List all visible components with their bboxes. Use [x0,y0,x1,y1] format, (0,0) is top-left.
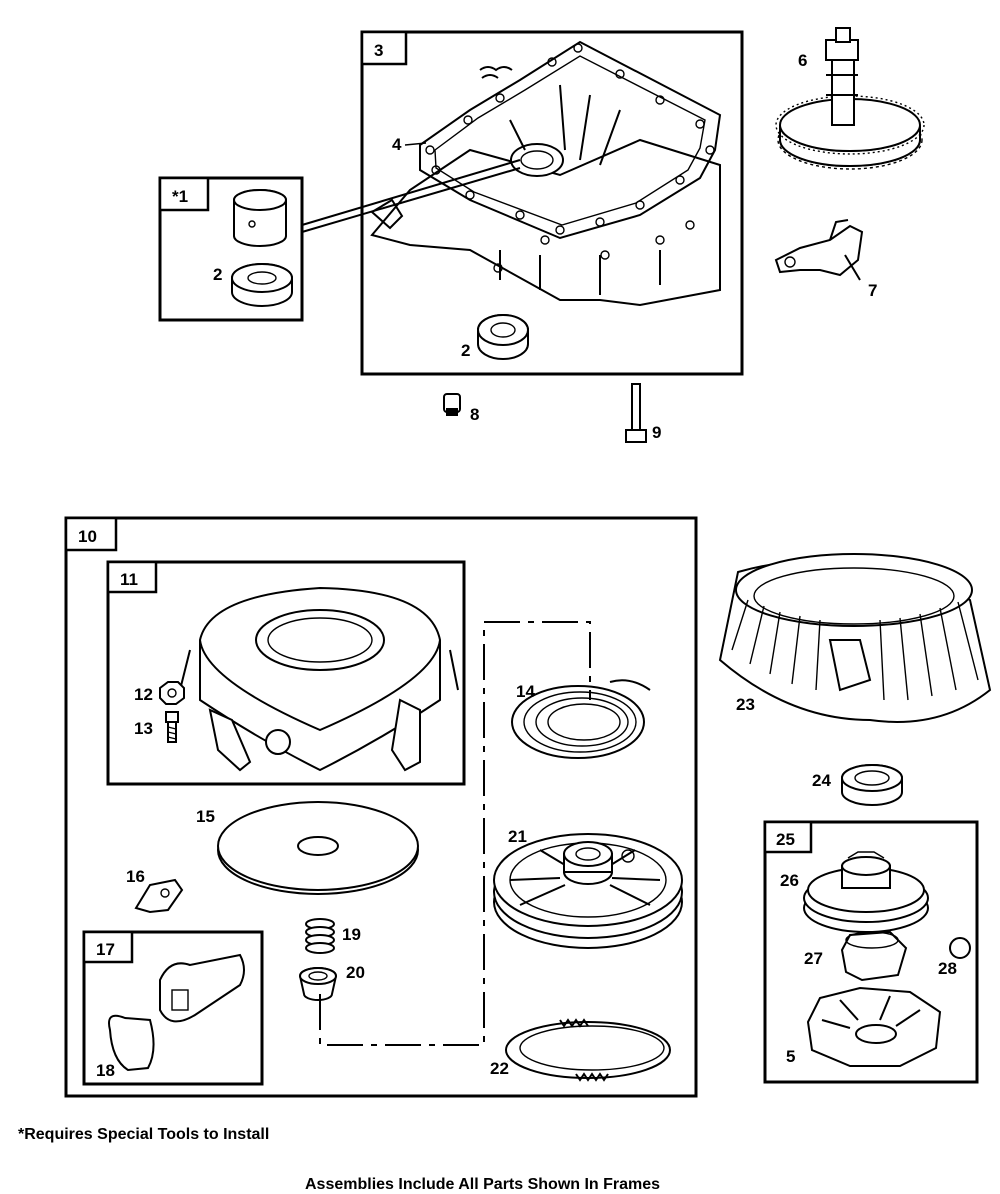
bushing [233,189,287,247]
frame-25: 25 [763,820,979,1084]
starter-rope [505,1018,671,1082]
frame-25-label: 25 [776,830,795,849]
starter-handle [108,953,245,1072]
part-14-label: 14 [516,682,535,701]
part-5-label: 5 [786,1047,795,1066]
assemblies-note: Assemblies Include All Parts Shown In Fr… [305,1176,661,1193]
oil-seal-upper [231,263,293,307]
part-20-label: 20 [346,963,365,982]
part-6-label: 6 [798,51,807,70]
clutch-retainer [806,986,942,1067]
part-18-label: 18 [96,1061,115,1080]
frame-10: 10 [64,516,698,1098]
spring [305,918,335,954]
frame-11: 11 [106,560,466,786]
part-24-label: 24 [812,771,831,790]
special-tools-note: *Requires Special Tools to Install [18,1126,270,1143]
frame-3: 3 [360,30,744,376]
frame-1: *1 [158,176,304,322]
part-28-label: 28 [938,959,957,978]
hex-nut [159,681,185,705]
bolt [625,383,647,443]
starter-pulley [493,833,683,949]
part-7-label: 7 [868,281,877,300]
part-16-label: 16 [126,867,145,886]
bearing-ring [841,764,903,806]
part-9-label: 9 [652,423,661,442]
frame-17-label: 17 [96,940,115,959]
part-21-label: 21 [508,827,527,846]
part-26-label: 26 [780,871,799,890]
sump-cover [370,40,722,307]
flywheel-screen [718,553,992,723]
retainer-plate [217,801,419,895]
part-2-label-upper: 2 [213,265,222,284]
camshaft-gear [775,27,925,170]
part-27-label: 27 [804,949,823,968]
part-13-label: 13 [134,719,153,738]
blower-housing [179,586,459,772]
retainer-cup [298,967,338,1001]
frame-3-label: 3 [374,41,383,60]
part-22-label: 22 [490,1059,509,1078]
governor-assembly [774,219,864,281]
part-23-label: 23 [736,695,755,714]
clutch-ratchet [840,930,908,982]
frame-10-label: 10 [78,527,97,546]
frame-1-label: *1 [172,187,188,206]
frame-11-label: 11 [120,570,138,589]
frame-17: 17 [82,930,264,1086]
part-2-label-lower: 2 [461,341,470,360]
clutch-housing [803,851,929,933]
part-8-label: 8 [470,405,479,424]
drain-plug [443,393,461,416]
part-15-label: 15 [196,807,215,826]
rewind-spring [511,679,651,759]
steel-ball [949,937,971,959]
part-12-label: 12 [134,685,153,704]
part-19-label: 19 [342,925,361,944]
pawl [134,878,184,914]
oil-seal-lower [477,314,529,360]
screw [165,711,179,743]
part-4-label: 4 [392,135,402,154]
